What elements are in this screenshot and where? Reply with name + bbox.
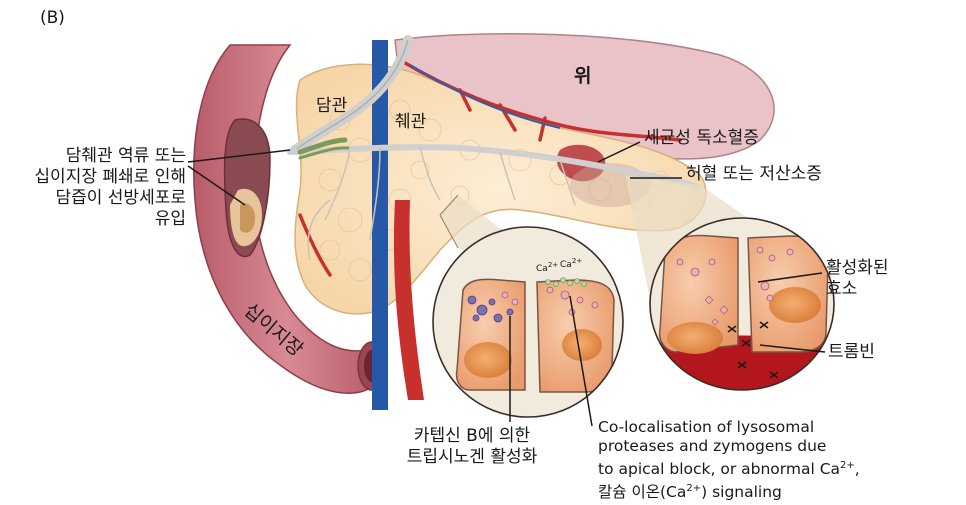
bacterial-toxins-label: 세균성 독소혈증 xyxy=(644,128,759,148)
veins xyxy=(409,64,561,129)
bile-duct-label: 담관 xyxy=(316,96,348,116)
panel-letter: (B) xyxy=(40,8,65,28)
ca-marker-2: Ca2+ xyxy=(560,257,583,270)
zoom-circle-right xyxy=(649,217,835,391)
thrombin-label: 트롬빈 xyxy=(828,342,875,362)
calcium-dots xyxy=(545,277,587,287)
activated-enzymes-label: 활성화된 효소 xyxy=(826,258,889,299)
ca-marker-1: Ca2+ xyxy=(536,261,559,274)
reflux-label: 담췌관 역류 또는 십이지장 폐쇄로 인해 담즙이 선방세포로 유입 xyxy=(34,146,186,229)
colocalisation-label: Co-localisation of lysosomal proteases a… xyxy=(598,418,860,502)
pancreatic-ductules xyxy=(307,146,576,261)
cathepsin-label: 카텝신 B에 의한 트립시노겐 활성화 xyxy=(406,426,538,467)
lysosome-granules xyxy=(467,295,514,323)
leader-lines xyxy=(187,141,826,427)
activated-enzyme-granules xyxy=(676,246,794,302)
pancreatic-duct xyxy=(287,144,703,191)
zoom-circle-left xyxy=(432,226,624,418)
portal-vein xyxy=(372,40,388,410)
pancreatic-duct-label: 췌관 xyxy=(395,112,427,132)
enzyme-diamonds xyxy=(704,295,729,326)
sma-artery xyxy=(393,200,424,400)
reflux-green xyxy=(297,137,348,155)
thrombin-marks xyxy=(727,321,779,379)
ischemia-label: 허혈 또는 저산소증 xyxy=(686,164,822,184)
stomach-label: 위 xyxy=(574,65,592,87)
